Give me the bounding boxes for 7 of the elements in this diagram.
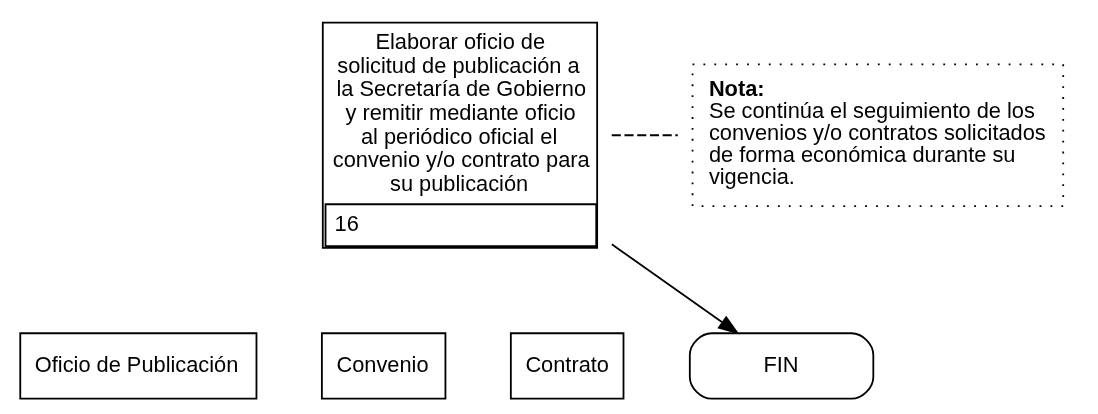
node-box: FIN — [688, 332, 875, 400]
arrow — [610, 243, 740, 335]
node-box: Convenio — [320, 332, 447, 400]
node-box: Contrato — [509, 332, 625, 400]
node-box: Oficio de Publicación — [19, 332, 258, 400]
connector — [610, 134, 679, 137]
node-box: Nota: Se continúa el seguimiento de los convenios y/o contratos solicitados de forma económica durante su vigencia. — [691, 63, 1065, 207]
